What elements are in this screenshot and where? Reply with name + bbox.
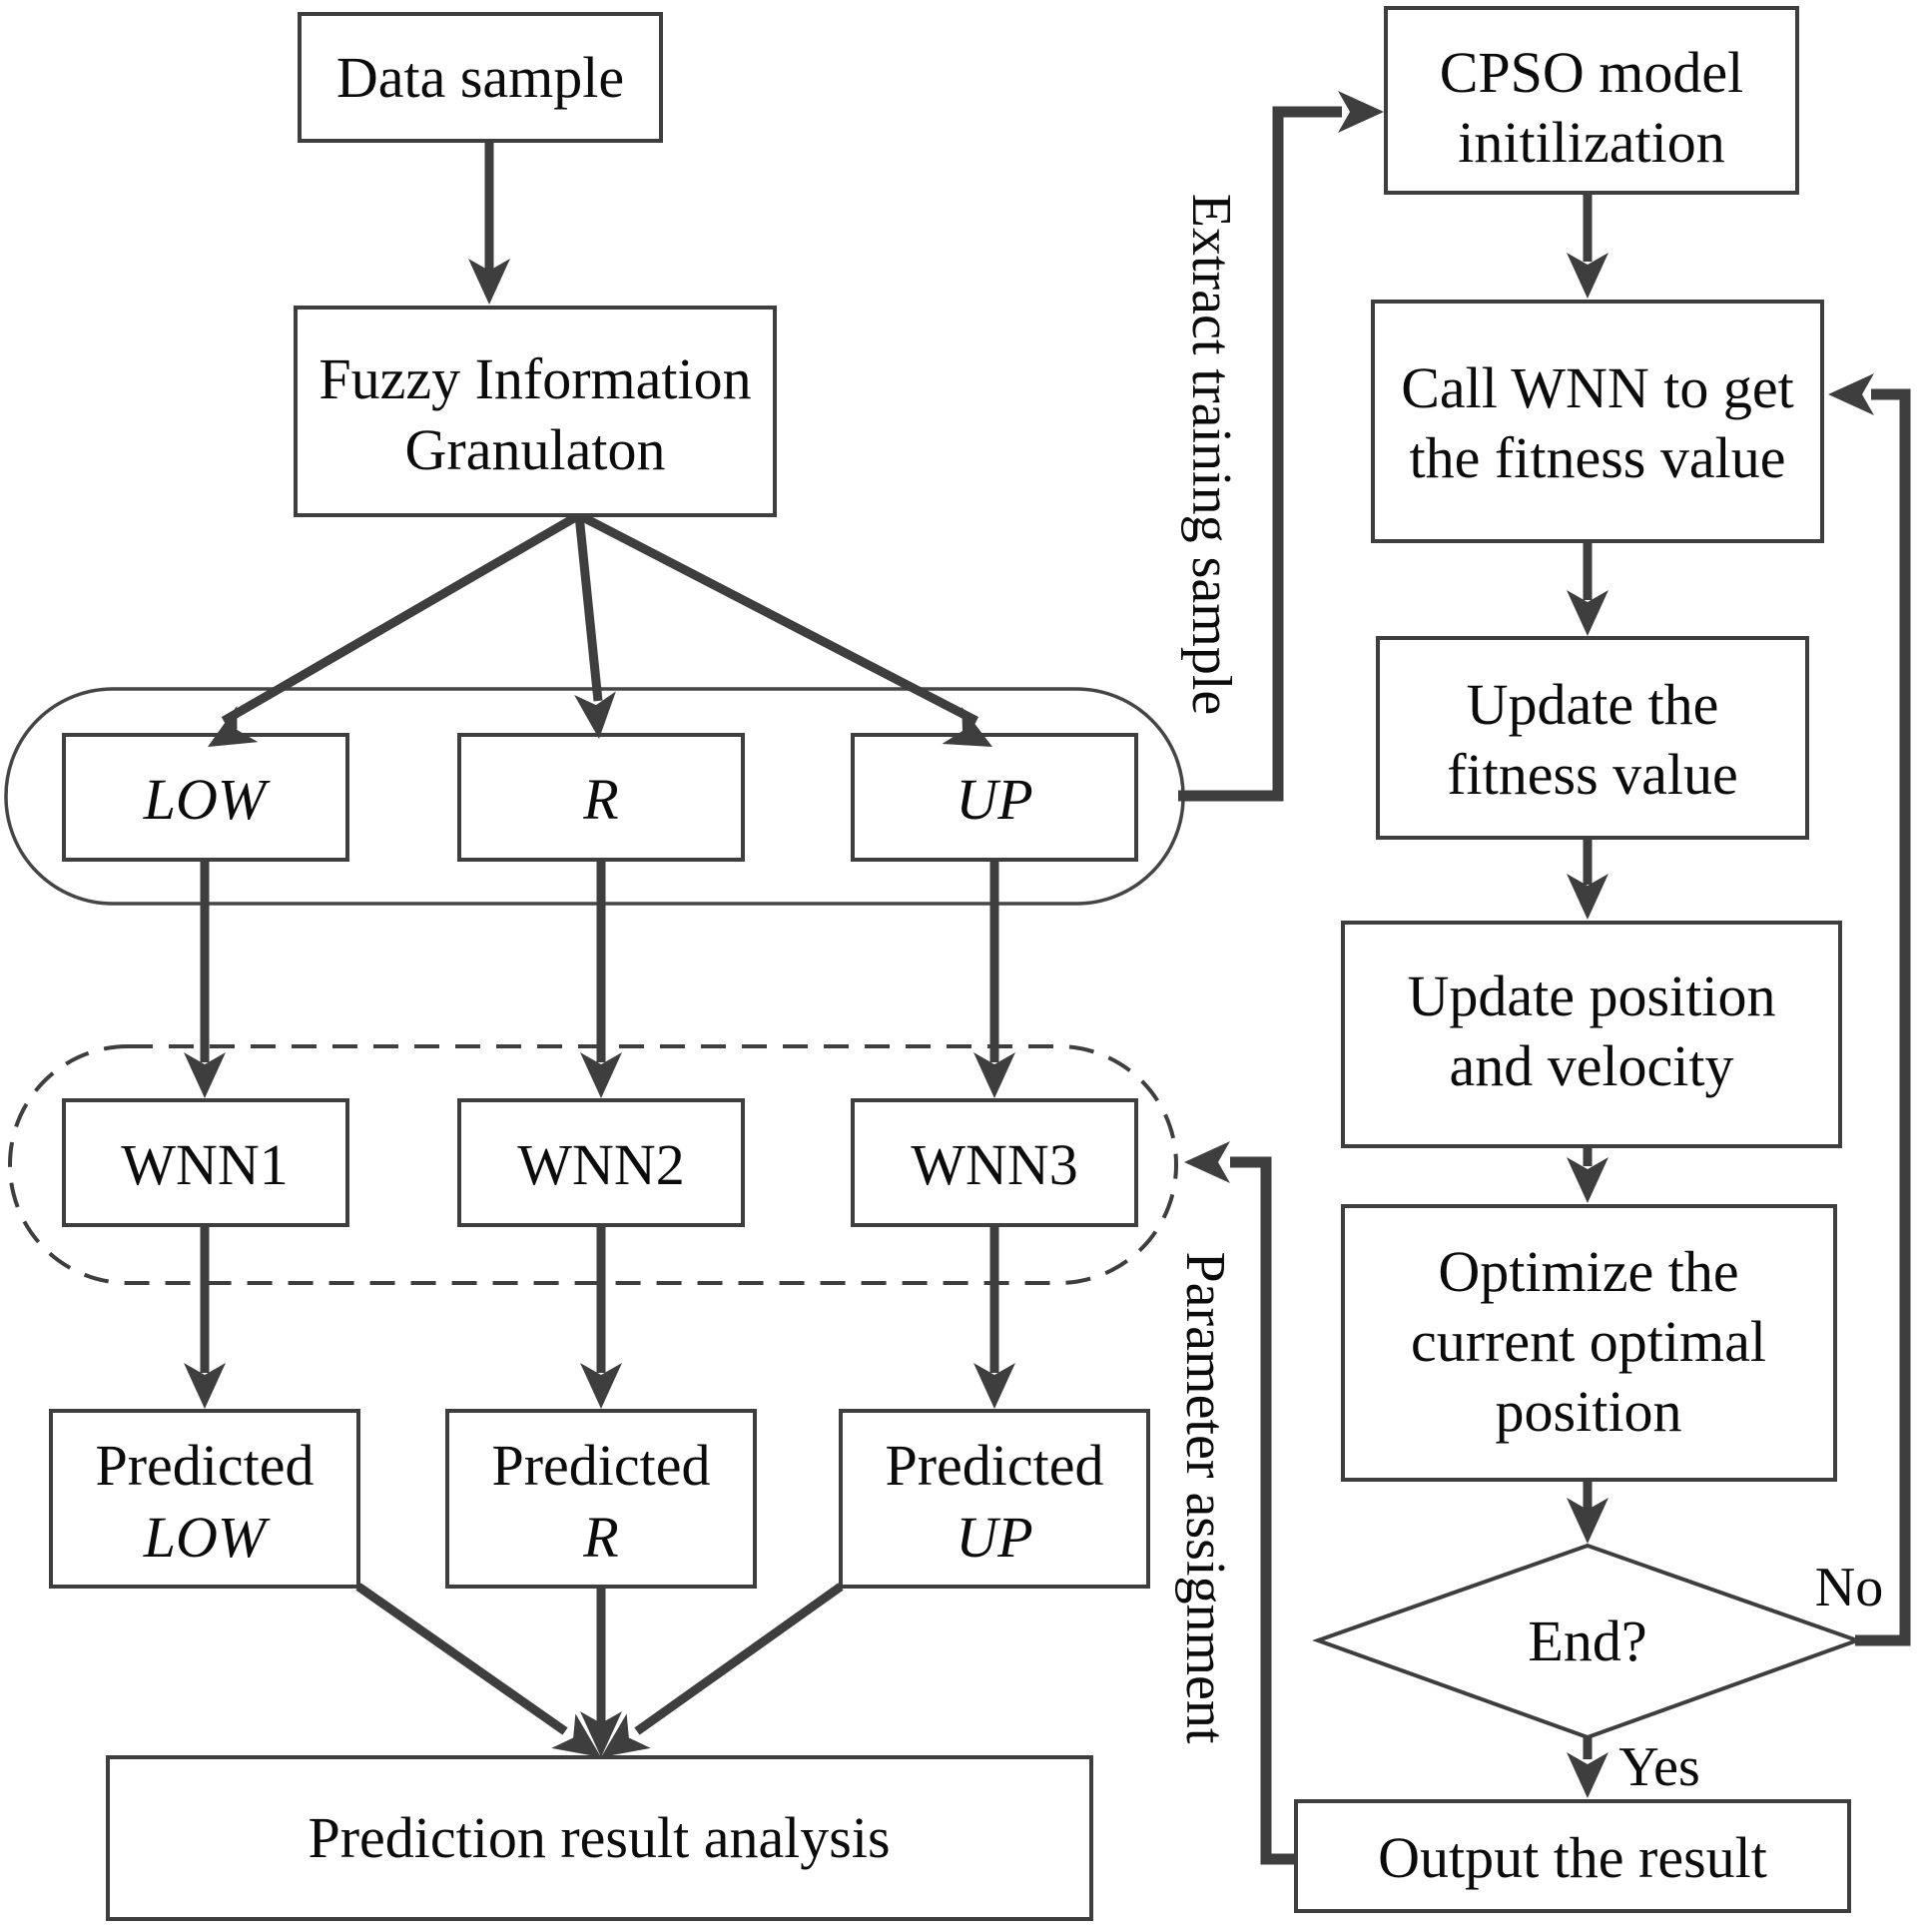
node-call-wnn [1371,300,1824,543]
arrowhead [184,1052,226,1098]
edge-parameter-assignment [1230,1156,1300,1865]
update-position-label-line2: and velocity [1449,1033,1733,1098]
node-r [457,733,745,862]
edge-end-no-loop [1855,388,1911,1646]
arrowhead [208,705,259,747]
node-optimize-position [1341,1204,1837,1482]
arrowhead [574,691,616,739]
node-up [851,733,1138,862]
arrowhead [973,1363,1015,1409]
node-output [1294,1799,1851,1913]
edge-extract-training-sample [1178,106,1342,802]
fuzzy-label-line2: Granulaton [405,417,666,482]
node-fuzzy-granulation [294,306,777,517]
analysis-label: Prediction result analysis [308,1805,890,1870]
low-label: LOW [143,767,271,832]
node-wnn2 [457,1098,745,1227]
up-label: UP [956,767,1032,832]
optimize-label-line2: current optimal [1411,1309,1766,1374]
arrowhead [580,1711,622,1757]
end-decision-label: End? [1528,1609,1646,1673]
update-position-label-line1: Update position [1408,964,1776,1028]
edge-fuzzy-to-r [574,514,603,702]
cpso-label-line2: initilization [1458,110,1724,175]
node-wnn3 [851,1098,1138,1227]
wnn-group-outline-dashed [8,1044,1178,1285]
arrowhead [973,1052,1015,1098]
arrowhead [1567,1157,1608,1203]
node-predicted-low [49,1409,360,1589]
fuzzy-label-line1: Fuzzy Information [319,346,751,411]
optimize-label-line3: position [1496,1379,1682,1444]
arrowhead [184,1363,226,1409]
arrowhead [601,1713,651,1757]
wnn2-label: WNN2 [517,1132,685,1197]
arrowhead [1828,373,1874,415]
node-update-fitness [1376,636,1809,840]
predicted-low-line1: Predicted [95,1433,314,1498]
wnn3-label: WNN3 [911,1132,1078,1197]
update-fitness-label-line2: fitness value [1447,742,1738,807]
node-analysis [106,1755,1093,1921]
predicted-r-line1: Predicted [491,1433,710,1498]
arrowhead [942,706,992,747]
call-wnn-label-line2: the fitness value [1410,425,1786,490]
arrowhead [1567,253,1608,299]
node-predicted-up [839,1409,1150,1589]
arrowhead [468,259,510,305]
node-update-position [1341,921,1842,1148]
call-wnn-label-line1: Call WNN to get [1401,355,1794,420]
arrowhead [1338,91,1384,133]
wnn1-label: WNN1 [121,1132,289,1197]
r-label: R [582,767,618,832]
predicted-r-line2: R [582,1505,618,1570]
end-no-label: No [1815,1557,1883,1618]
arrowhead [1567,1752,1608,1798]
arrowhead [1567,590,1608,636]
node-cpso-init [1384,6,1799,195]
node-data-sample [298,12,663,143]
arrowhead [1184,1141,1230,1183]
parameter-assignment-label: Parameter assignment [1174,1252,1236,1744]
cpso-label-line1: CPSO model [1440,40,1744,105]
node-low [62,733,349,862]
predicted-low-line2: LOW [143,1505,271,1570]
end-yes-label: Yes [1618,1736,1699,1798]
edge-predup-to-analysis [634,1583,844,1735]
node-end-decision [1312,1543,1863,1740]
arrowhead [551,1713,601,1757]
node-predicted-r [445,1409,757,1589]
node-wnn1 [62,1098,349,1227]
arrowhead [1567,1498,1608,1544]
arrowhead [580,1363,622,1409]
extract-training-sample-label: Extract training sample [1180,194,1242,715]
edge-fuzzy-to-low [221,511,582,725]
update-fitness-label-line1: Update the [1467,672,1719,737]
arrowhead [1567,874,1608,920]
output-label: Output the result [1378,1825,1767,1890]
arrowhead [580,1052,622,1098]
edge-fuzzy-to-up [576,511,979,725]
data-sample-label: Data sample [336,45,624,110]
edge-predlow-to-analysis [355,1583,568,1735]
optimize-label-line1: Optimize the [1438,1239,1738,1304]
predicted-up-line2: UP [956,1505,1032,1570]
predicted-up-line1: Predicted [885,1433,1103,1498]
